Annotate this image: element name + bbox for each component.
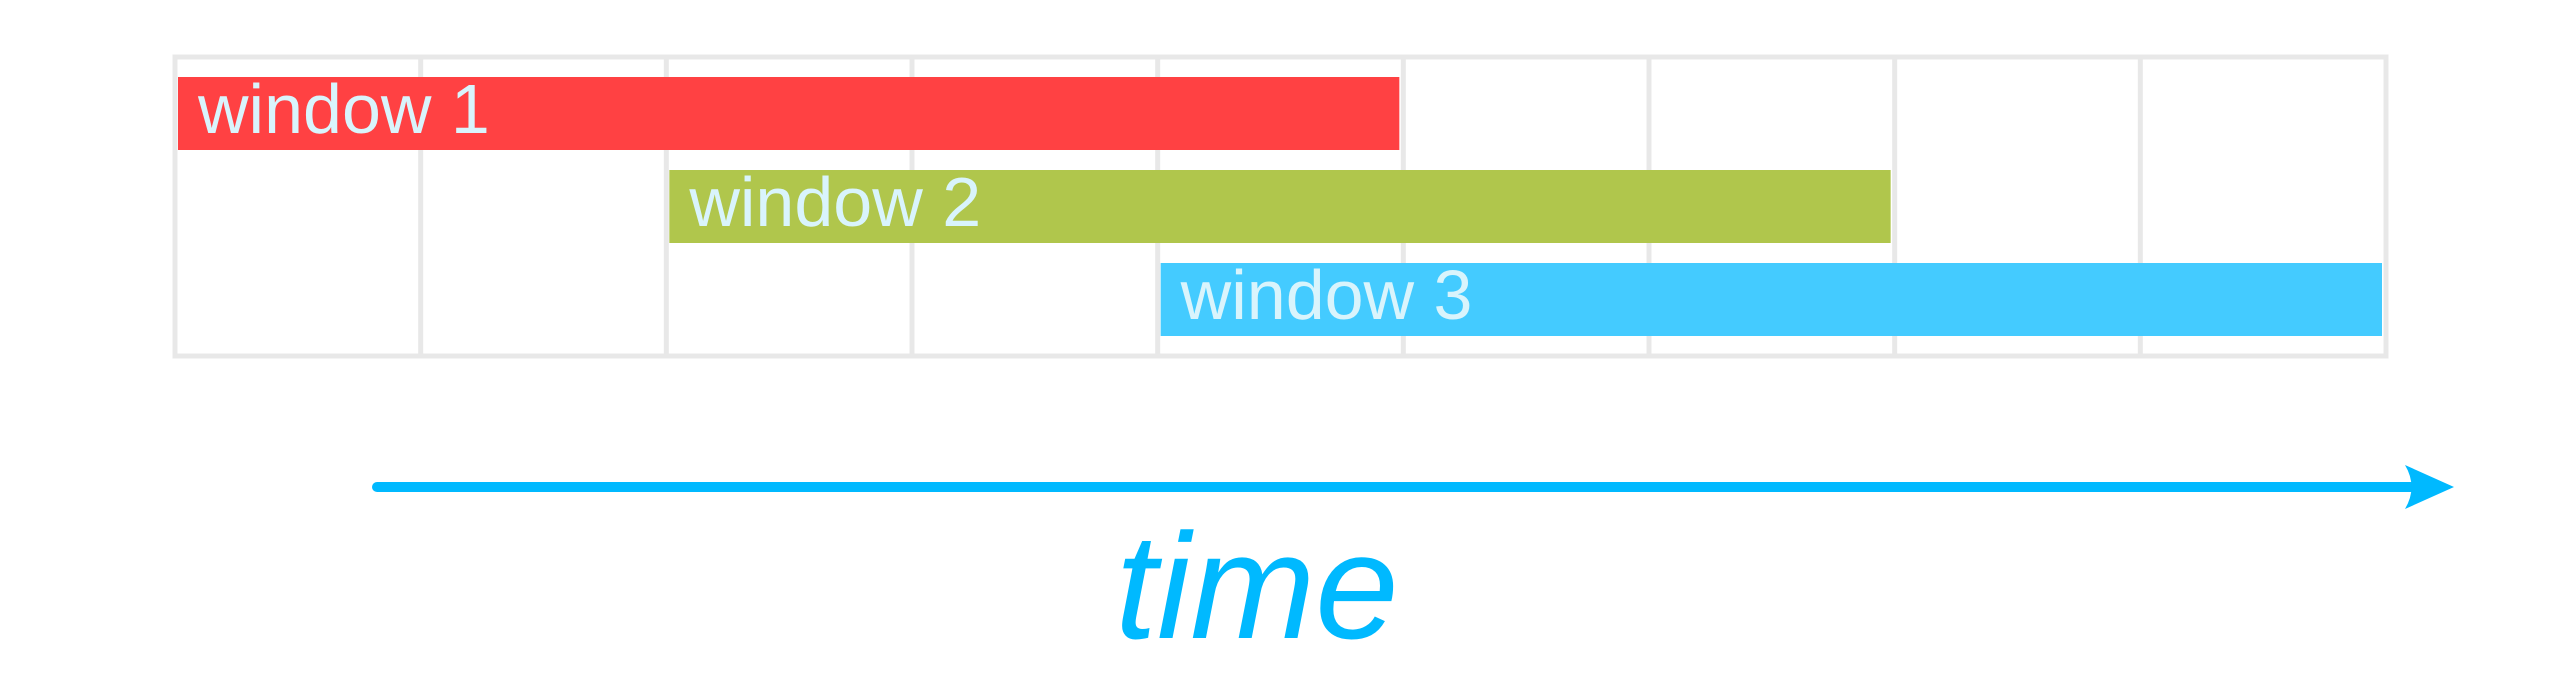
window-rect [178, 77, 1400, 150]
window-rect [669, 170, 1891, 243]
window-bar-1: window 1 [178, 70, 1400, 150]
window-rect [1160, 263, 2382, 336]
time-arrow [372, 465, 2454, 509]
grid-border [172, 54, 2389, 359]
window-bars: window 1 window 2 window 3 [178, 70, 2382, 336]
arrow-head-icon [2405, 465, 2454, 509]
time-axis-label: time [1115, 502, 1398, 670]
window-label: window 3 [1180, 256, 1473, 334]
window-bar-2: window 2 [669, 163, 1891, 243]
window-bar-3: window 3 [1160, 256, 2382, 336]
window-label: window 2 [688, 163, 981, 241]
window-label: window 1 [197, 70, 490, 148]
